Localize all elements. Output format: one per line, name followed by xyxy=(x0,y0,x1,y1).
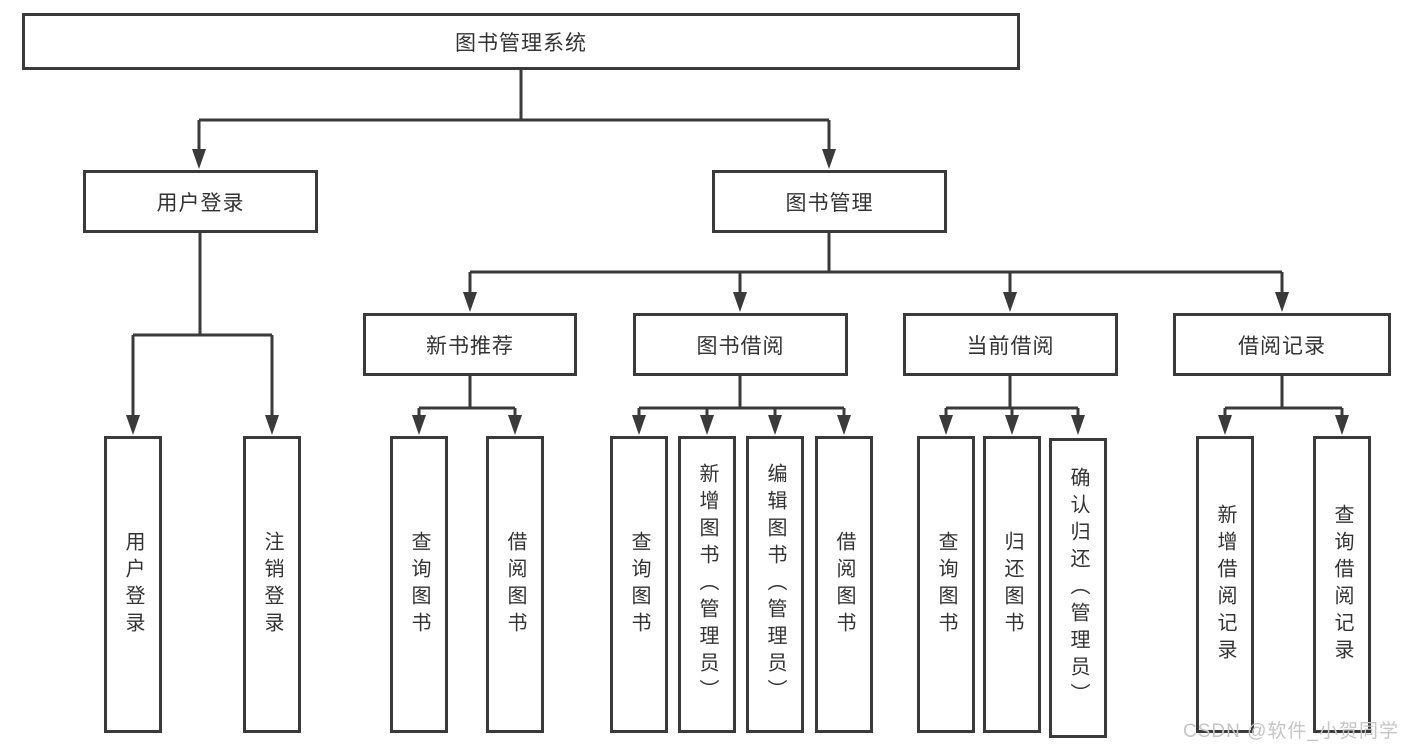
node-book-borrowing: 图书借阅 xyxy=(633,313,848,376)
node-library-management-system: 图书管理系统 xyxy=(22,13,1020,70)
leaf-add-books-admin: 新增图书（管理员） xyxy=(678,436,736,733)
node-current-borrowing: 当前借阅 xyxy=(903,313,1118,376)
leaf-current-query-books: 查询图书 xyxy=(917,436,975,733)
leaf-borrowing-borrow-books: 借阅图书 xyxy=(815,436,873,733)
leaf-edit-books-admin: 编辑图书（管理员） xyxy=(746,436,804,733)
node-borrowing-records: 借阅记录 xyxy=(1173,313,1391,376)
node-new-book-recommendation: 新书推荐 xyxy=(363,313,577,376)
node-user-login: 用户登录 xyxy=(83,170,318,233)
leaf-recommend-query-books: 查询图书 xyxy=(390,436,448,733)
watermark: CSDN @软件_小贺同学 xyxy=(1183,721,1399,742)
leaf-borrowing-query-books: 查询图书 xyxy=(610,436,668,733)
leaf-add-borrow-record: 新增借阅记录 xyxy=(1196,436,1254,733)
leaf-return-books: 归还图书 xyxy=(983,436,1041,733)
leaf-confirm-return-admin: 确认归还（管理员） xyxy=(1049,438,1107,738)
leaf-query-borrow-record: 查询借阅记录 xyxy=(1313,436,1371,733)
leaf-recommend-borrow-books: 借阅图书 xyxy=(486,436,544,733)
leaf-user-login: 用户登录 xyxy=(104,436,162,733)
node-book-management: 图书管理 xyxy=(712,170,947,233)
leaf-logout: 注销登录 xyxy=(243,436,301,733)
